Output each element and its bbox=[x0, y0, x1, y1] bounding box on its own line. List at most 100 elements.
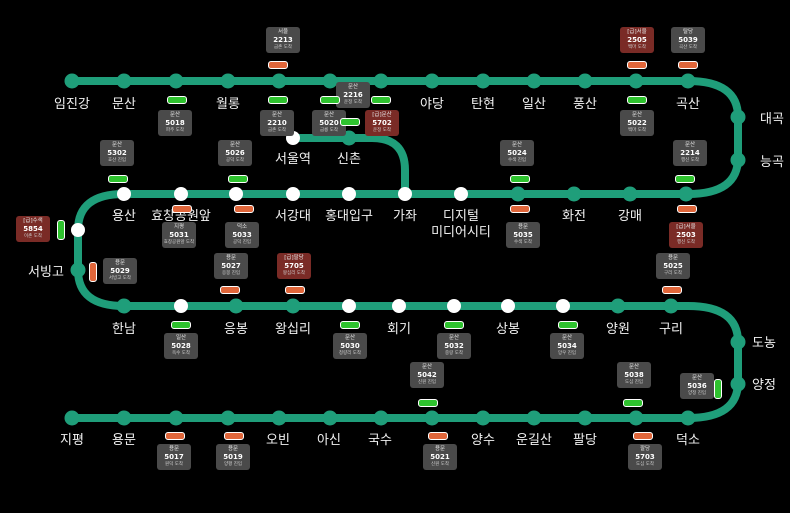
train-down-marker[interactable] bbox=[428, 432, 448, 440]
station-양평[interactable] bbox=[220, 410, 236, 426]
station-야당[interactable] bbox=[424, 73, 440, 89]
station-옥수[interactable] bbox=[174, 299, 188, 313]
train-down-marker[interactable] bbox=[268, 61, 288, 69]
station-백마[interactable] bbox=[628, 73, 644, 89]
station-파주[interactable] bbox=[168, 73, 184, 89]
train-up-marker[interactable] bbox=[268, 96, 288, 104]
train-up-marker[interactable] bbox=[228, 175, 248, 183]
train-up-marker[interactable] bbox=[714, 379, 722, 399]
station-효창공원앞[interactable] bbox=[174, 187, 188, 201]
station-운정[interactable] bbox=[373, 73, 389, 89]
train-up-marker[interactable] bbox=[57, 220, 65, 240]
station-신원[interactable] bbox=[424, 410, 440, 426]
train-up-marker[interactable] bbox=[167, 96, 187, 104]
train-up-marker[interactable] bbox=[371, 96, 391, 104]
train-up-marker[interactable] bbox=[623, 399, 643, 407]
station-월롱[interactable] bbox=[220, 73, 236, 89]
train-up-marker[interactable] bbox=[340, 118, 360, 126]
station-화전[interactable] bbox=[566, 186, 582, 202]
station-이촌[interactable] bbox=[71, 223, 85, 237]
station-왕십리[interactable] bbox=[285, 298, 301, 314]
station-구리[interactable] bbox=[663, 298, 679, 314]
train-up-marker[interactable] bbox=[340, 321, 360, 329]
station-풍산[interactable] bbox=[577, 73, 593, 89]
station-망우[interactable] bbox=[556, 299, 570, 313]
station-도심[interactable] bbox=[628, 410, 644, 426]
train-down-marker[interactable] bbox=[224, 432, 244, 440]
station-국수[interactable] bbox=[373, 410, 389, 426]
station-탄현[interactable] bbox=[475, 73, 491, 89]
train-down-marker[interactable] bbox=[285, 286, 305, 294]
station-지평[interactable] bbox=[64, 410, 80, 426]
station-원덕[interactable] bbox=[168, 410, 184, 426]
station-금촌[interactable] bbox=[271, 73, 287, 89]
train-down-marker[interactable] bbox=[678, 61, 698, 69]
station-수색[interactable] bbox=[510, 186, 526, 202]
train-down-marker[interactable] bbox=[220, 286, 240, 294]
train-up-marker[interactable] bbox=[675, 175, 695, 183]
train-up-marker[interactable] bbox=[108, 175, 128, 183]
station-덕소[interactable] bbox=[680, 410, 696, 426]
station-공덕[interactable] bbox=[229, 187, 243, 201]
train-up-marker[interactable] bbox=[444, 321, 464, 329]
station-문산[interactable] bbox=[116, 73, 132, 89]
station-강매[interactable] bbox=[622, 186, 638, 202]
station-청량리[interactable] bbox=[342, 299, 356, 313]
station-중랑[interactable] bbox=[447, 299, 461, 313]
train-down-marker[interactable] bbox=[234, 205, 254, 213]
station-회기[interactable] bbox=[392, 299, 406, 313]
station-양정[interactable] bbox=[730, 376, 746, 392]
train-down-marker[interactable] bbox=[662, 286, 682, 294]
train-down-marker[interactable] bbox=[89, 262, 97, 282]
train-down-marker[interactable] bbox=[165, 432, 185, 440]
train-down-marker[interactable] bbox=[677, 205, 697, 213]
station-홍대입구[interactable] bbox=[342, 187, 356, 201]
station-팔당[interactable] bbox=[577, 410, 593, 426]
station-서강대[interactable] bbox=[286, 187, 300, 201]
station-상봉[interactable] bbox=[501, 299, 515, 313]
station-응봉[interactable] bbox=[228, 298, 244, 314]
station-도농[interactable] bbox=[730, 334, 746, 350]
station-능곡[interactable] bbox=[730, 152, 746, 168]
station-디지털미디어시티[interactable] bbox=[454, 187, 468, 201]
station-운길산[interactable] bbox=[526, 410, 542, 426]
train-down-marker[interactable] bbox=[627, 61, 647, 69]
station-용산[interactable] bbox=[117, 187, 131, 201]
station-오빈[interactable] bbox=[271, 410, 287, 426]
station-대곡[interactable] bbox=[730, 109, 746, 125]
station-한남[interactable] bbox=[116, 298, 132, 314]
station-가좌[interactable] bbox=[398, 187, 412, 201]
train-down-marker[interactable] bbox=[633, 432, 653, 440]
station-양수[interactable] bbox=[475, 410, 491, 426]
station-곡산[interactable] bbox=[680, 73, 696, 89]
train-up-marker[interactable] bbox=[627, 96, 647, 104]
station-임진강[interactable] bbox=[64, 73, 80, 89]
station-서빙고[interactable] bbox=[70, 262, 86, 278]
train-up-marker[interactable] bbox=[171, 321, 191, 329]
train-up-marker[interactable] bbox=[510, 175, 530, 183]
station-행신[interactable] bbox=[678, 186, 694, 202]
